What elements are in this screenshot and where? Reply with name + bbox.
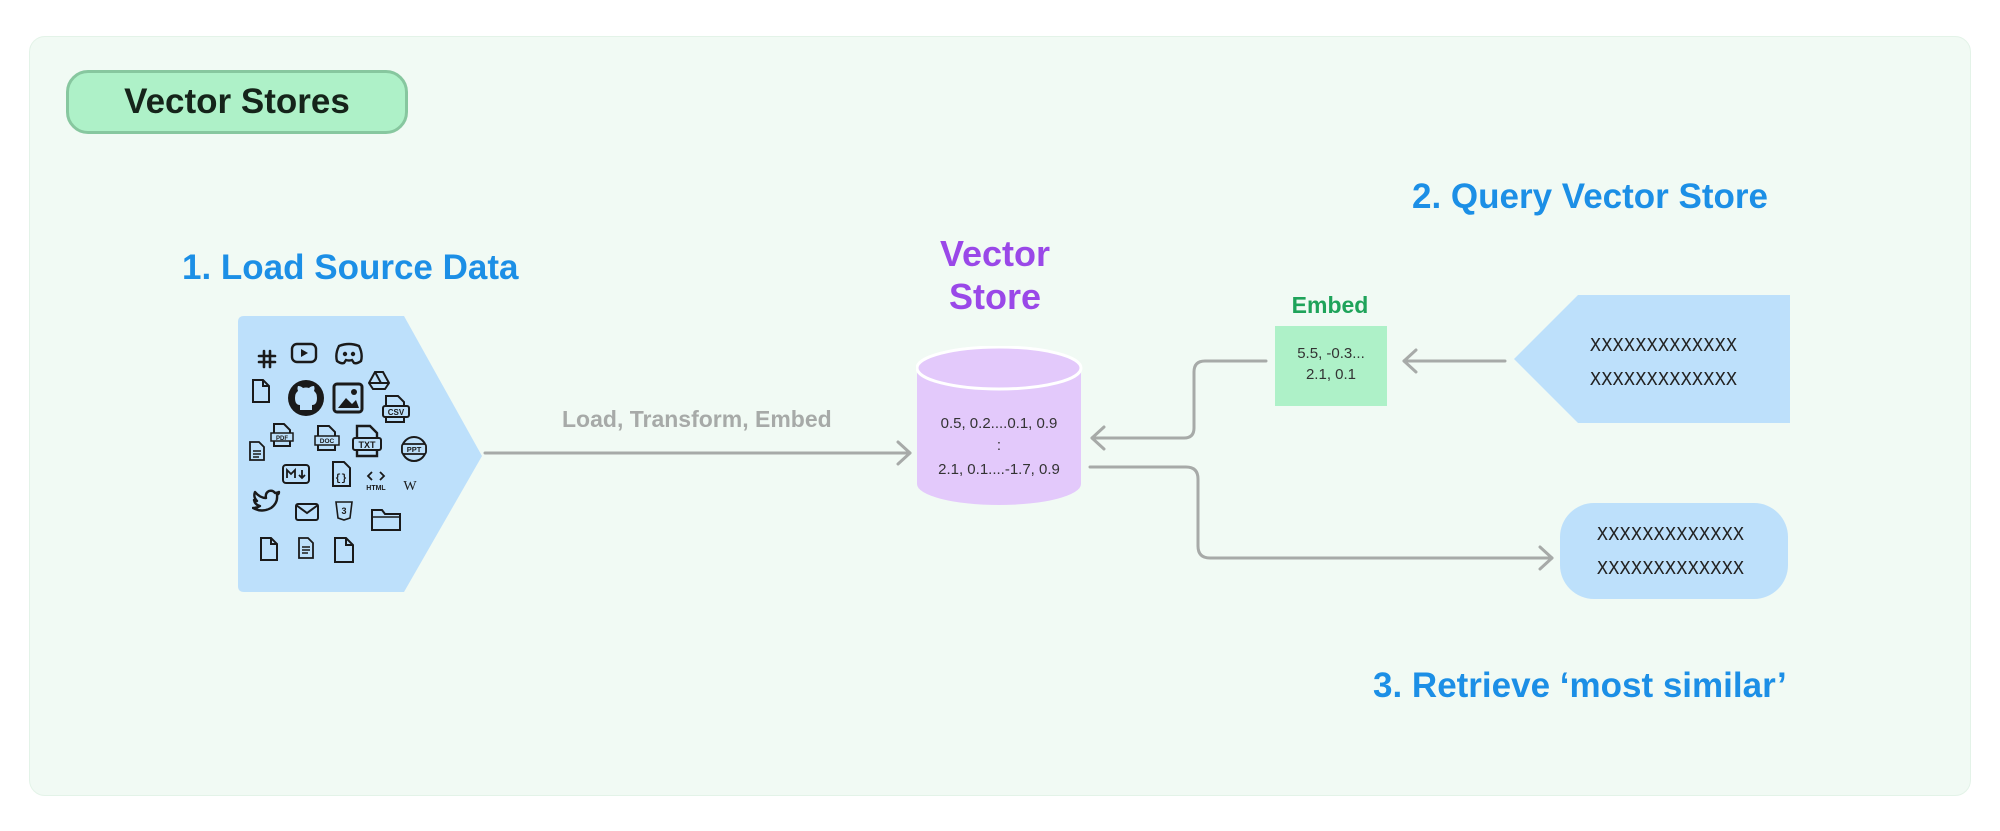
svg-text:W: W	[403, 479, 417, 494]
load-transform-embed-label: Load, Transform, Embed	[562, 406, 832, 432]
vector-row-1: 0.5, 0.2....0.1, 0.9	[940, 415, 1058, 432]
step-query-vector-store: 2. Query Vector Store	[1412, 177, 1768, 216]
result-box	[1560, 503, 1788, 599]
svg-text:TXT: TXT	[359, 440, 377, 450]
query-shape	[1514, 295, 1790, 423]
folder-icon	[371, 509, 401, 531]
json-icon: {}	[332, 461, 351, 487]
text-file-icon	[249, 441, 265, 461]
wikipedia-icon: W	[403, 479, 417, 494]
query-text-line-2: XXXXXXXXXXXXX	[1590, 369, 1738, 390]
github-icon	[288, 380, 324, 416]
step-retrieve-most-similar: 3. Retrieve ‘most similar’	[1373, 666, 1787, 705]
file-icon	[252, 379, 270, 403]
arrow-embed-to-store	[1090, 359, 1268, 451]
youtube-icon	[290, 342, 318, 364]
vector-store-label: Vector Store	[900, 232, 1090, 318]
txt-icon: TXT	[352, 424, 382, 458]
ppt-icon: PPT	[401, 436, 427, 462]
twitter-icon	[252, 489, 281, 512]
image-icon	[332, 382, 364, 414]
csv-icon: CSV	[382, 395, 410, 423]
markdown-icon	[282, 464, 310, 484]
email-icon	[295, 503, 319, 521]
query-text-line-1: XXXXXXXXXXXXX	[1590, 335, 1738, 356]
docx-icon: DOC	[314, 425, 340, 451]
svg-text:{}: {}	[335, 473, 347, 485]
arrow-query-to-embed	[1402, 348, 1507, 374]
svg-text:PPT: PPT	[407, 445, 422, 454]
result-text-line-2: XXXXXXXXXXXXX	[1597, 558, 1745, 579]
vector-store-cylinder	[916, 346, 1083, 505]
vector-store-label-line1: Vector	[939, 233, 1051, 274]
vector-row-ellipsis: :	[996, 437, 1002, 454]
arrow-load-to-store	[483, 440, 912, 466]
vector-row-2: 2.1, 0.1....-1.7, 0.9	[938, 461, 1060, 478]
arrow-store-to-result	[1088, 465, 1554, 571]
embed-vector-line-2: 2.1, 0.1	[1305, 366, 1357, 383]
html-icon: HTML	[366, 471, 386, 492]
discord-icon	[335, 342, 363, 365]
svg-text:HTML: HTML	[366, 485, 386, 492]
embed-label: Embed	[1291, 292, 1369, 318]
slack-icon	[257, 349, 277, 369]
file-icon	[260, 537, 278, 561]
css-icon: 3	[335, 501, 353, 521]
result-text-line-1: XXXXXXXXXXXXX	[1597, 524, 1745, 545]
text-file-icon	[298, 537, 314, 559]
svg-text:3: 3	[341, 506, 346, 516]
svg-text:PDF: PDF	[276, 436, 288, 442]
vector-store-label-line2: Store	[948, 276, 1042, 317]
file-icon	[334, 537, 354, 563]
google-drive-icon	[368, 371, 390, 390]
svg-text:CSV: CSV	[388, 408, 405, 417]
svg-text:DOC: DOC	[320, 438, 335, 445]
diagram-title: Vector Stores	[66, 70, 408, 134]
step-load-source-data: 1. Load Source Data	[182, 248, 519, 287]
source-icons: CSV PDF DOC TXT PPT {} HTML W 3	[238, 316, 478, 591]
embed-vector-line-1: 5.5, -0.3...	[1297, 345, 1365, 362]
pdf-icon: PDF	[270, 423, 294, 447]
embed-box	[1275, 326, 1387, 406]
